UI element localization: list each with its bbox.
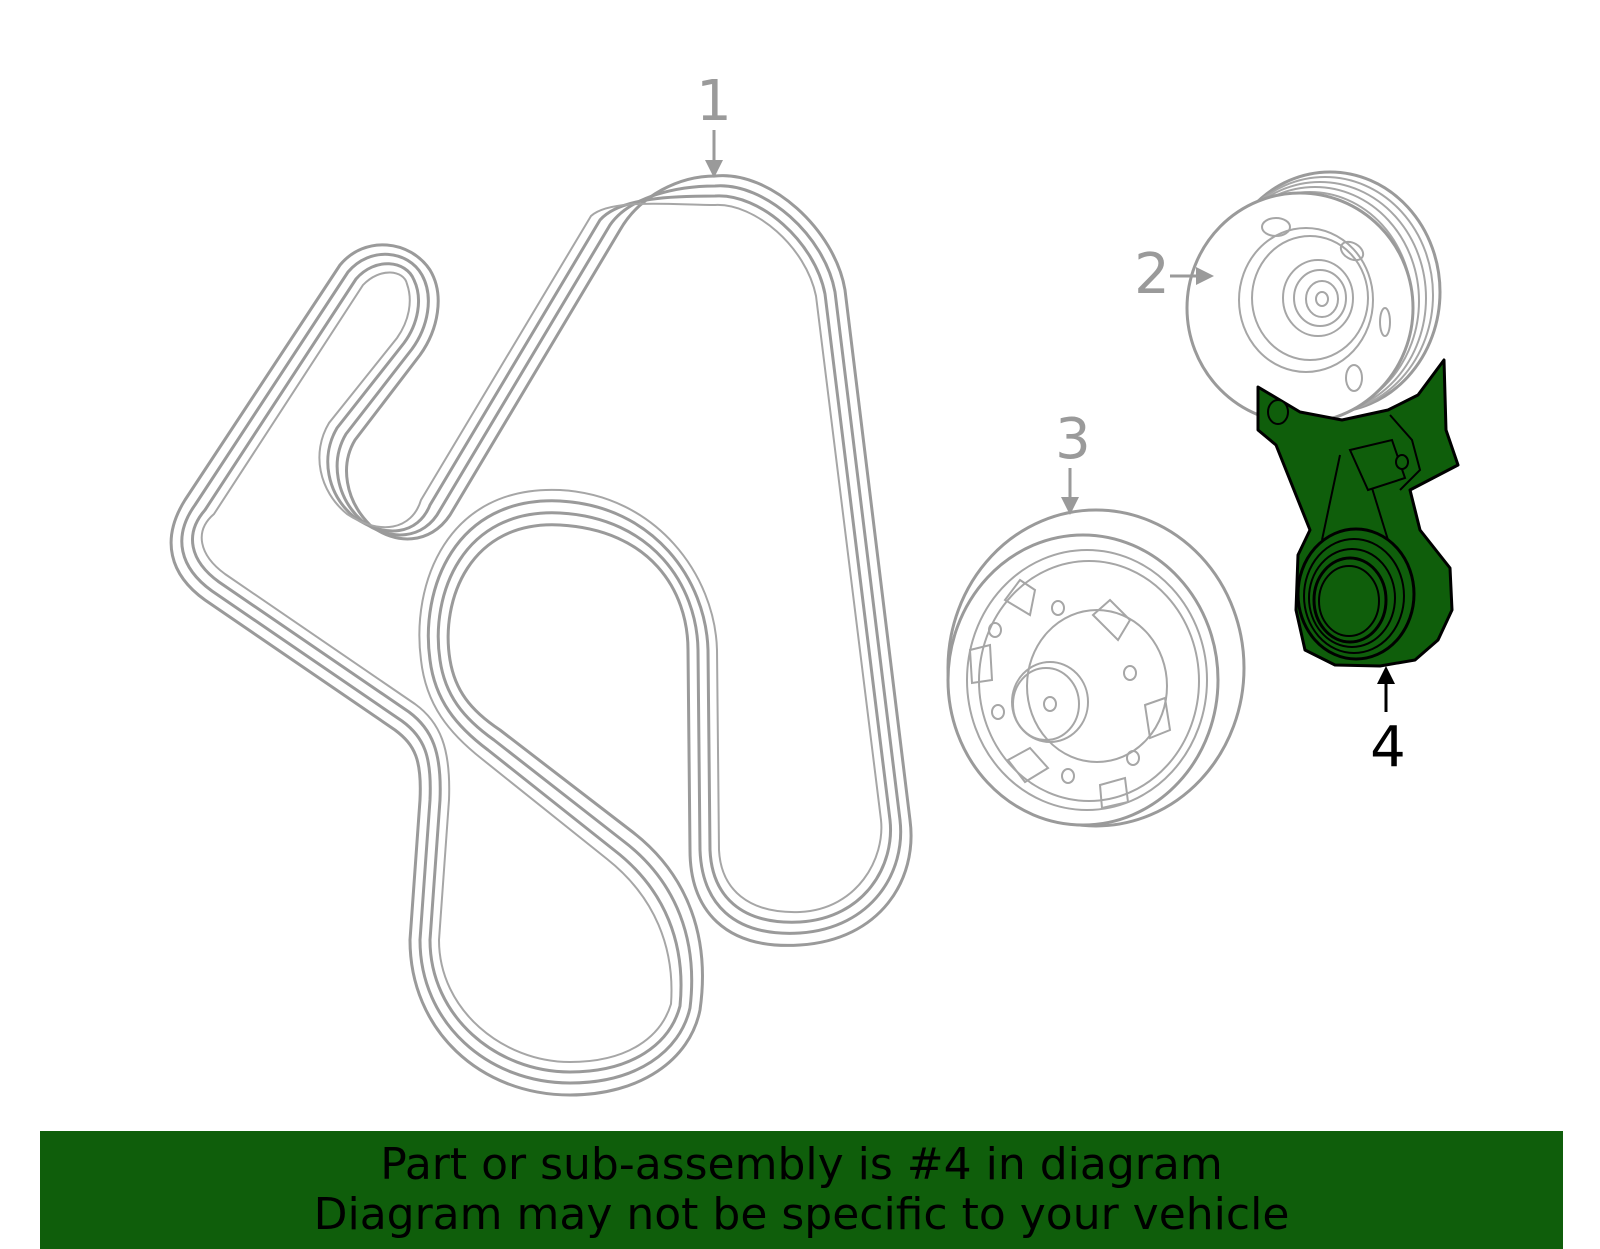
- banner-line-1: Part or sub-assembly is #4 in diagram: [380, 1139, 1223, 1190]
- banner-line-2: Diagram may not be specific to your vehi…: [313, 1189, 1290, 1240]
- callout-3-arrow: [1061, 497, 1079, 515]
- damper-window-cutouts: [968, 578, 1172, 810]
- damper-bore: [1043, 696, 1057, 712]
- callout-2: 2: [1134, 242, 1214, 307]
- damper-bolt-holes: [988, 600, 1140, 784]
- callout-1-label: 1: [696, 69, 732, 134]
- tensioner-boss: [1348, 438, 1407, 492]
- callout-4: 4: [1370, 666, 1406, 780]
- belt-outer-loop: [169, 174, 913, 1097]
- damper-hub-ring: [1026, 609, 1168, 763]
- tensioner-mount-hole: [1267, 399, 1289, 425]
- damper-ring-outer: [966, 549, 1208, 811]
- tensioner-pulley-bearing: [1312, 556, 1388, 644]
- part-1-serpentine-belt[interactable]: [169, 174, 913, 1097]
- pulley-hole: [1261, 217, 1291, 237]
- callout-1: 1: [696, 69, 732, 178]
- pulley-bore: [1315, 291, 1329, 307]
- pulley-inner-ring: [1238, 227, 1374, 373]
- callout-4-arrow: [1377, 666, 1395, 684]
- pulley-bearing: [1282, 259, 1354, 337]
- callout-2-label: 2: [1134, 242, 1170, 307]
- damper-hub: [1011, 661, 1089, 743]
- part-4-belt-tensioner[interactable]: [1256, 358, 1460, 668]
- callout-1-arrow: [705, 160, 723, 178]
- callout-3: 3: [1055, 407, 1091, 515]
- part-info-banner: Part or sub-assembly is #4 in diagram Di…: [40, 1131, 1563, 1249]
- part-2-idler-pulley[interactable]: [1185, 170, 1442, 425]
- part-3-damper-pulley[interactable]: [946, 508, 1246, 828]
- callout-2-arrow: [1196, 267, 1214, 285]
- callout-3-label: 3: [1055, 407, 1091, 472]
- callout-4-label: 4: [1370, 715, 1406, 780]
